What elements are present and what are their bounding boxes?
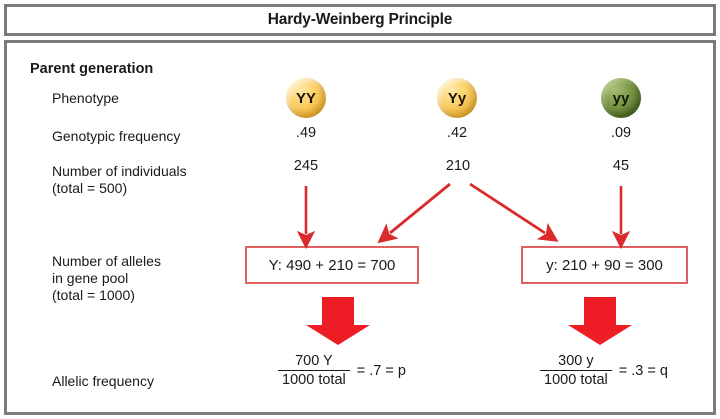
allele-pool-box-recessive: y: 210 + 90 = 300 — [521, 246, 688, 284]
genotype-circle-yy-recessive: yy — [601, 78, 641, 118]
label-genotypic-frequency: Genotypic frequency — [52, 128, 181, 144]
allele-pool-box-dominant: Y: 490 + 210 = 700 — [245, 246, 419, 284]
allelic-frequency-expression-p: 700 Y 1000 total = .7 = p — [278, 353, 406, 388]
individuals-count: 210 — [445, 158, 471, 174]
fraction-denominator: 1000 total — [278, 370, 350, 388]
label-phenotype: Phenotype — [52, 90, 119, 106]
allelic-frequency-expression-q: 300 y 1000 total = .3 = q — [540, 353, 668, 388]
figure-title-box: Hardy-Weinberg Principle — [4, 4, 716, 36]
fraction-numerator: 300 y — [558, 353, 594, 369]
label-number-of-individuals: Number of individuals (total = 500) — [52, 163, 187, 196]
genotypic-frequency-value: .42 — [446, 125, 468, 141]
genotype-circle-heterozygous: Yy — [437, 78, 477, 118]
genotype-circle-yy-dominant: YY — [286, 78, 326, 118]
genotypic-frequency-value: .09 — [610, 125, 632, 141]
fraction: 700 Y 1000 total — [278, 353, 350, 388]
genotype-symbol: Yy — [447, 89, 467, 107]
individuals-count: 45 — [612, 158, 630, 174]
fraction-result: = .7 = p — [356, 362, 406, 379]
allele-pool-text: Y: 490 + 210 = 700 — [268, 256, 396, 274]
fraction-numerator: 700 Y — [295, 353, 333, 369]
fraction-result: = .3 = q — [618, 362, 668, 379]
label-number-of-alleles: Number of alleles in gene pool (total = … — [52, 253, 161, 303]
genotype-symbol: yy — [612, 89, 630, 107]
fraction: 300 y 1000 total — [540, 353, 612, 388]
individuals-count: 245 — [293, 158, 319, 174]
allele-pool-text: y: 210 + 90 = 300 — [546, 256, 663, 274]
figure-title: Hardy-Weinberg Principle — [267, 11, 453, 28]
label-parent-generation: Parent generation — [30, 61, 154, 77]
figure-body-box — [4, 40, 716, 415]
label-allelic-frequency: Allelic frequency — [52, 373, 154, 389]
genotypic-frequency-value: .49 — [295, 125, 317, 141]
genotype-symbol: YY — [295, 89, 316, 107]
fraction-denominator: 1000 total — [540, 370, 612, 388]
